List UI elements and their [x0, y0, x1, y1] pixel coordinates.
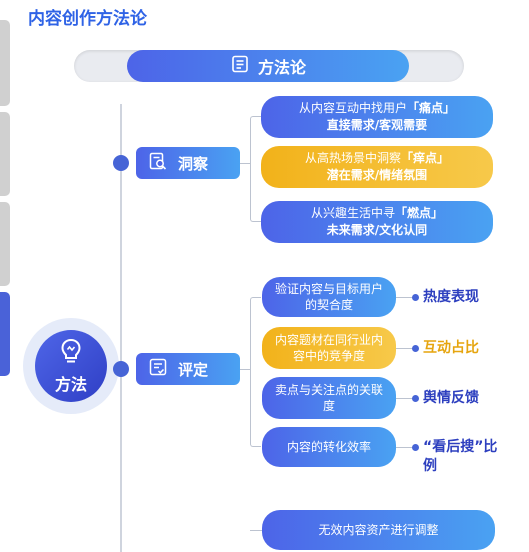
result-interaction: 互动占比: [423, 340, 479, 356]
category-insight[interactable]: 洞察: [136, 147, 240, 179]
result-search-after: “看后搜”比例: [423, 439, 498, 474]
header-label: 方法论: [257, 58, 306, 77]
evaluation-item-fit[interactable]: 验证内容与目标用户的契合度: [262, 277, 396, 317]
result-sentiment: 舆情反馈: [423, 390, 479, 406]
connector: [396, 447, 416, 448]
evaluation-item-competition[interactable]: 内容题材在同行业内容中的竞争度: [262, 327, 396, 369]
insight-item-burn[interactable]: 从兴趣生活中寻「燃点」 未来需求/文化认同: [261, 201, 493, 243]
connector: [396, 348, 416, 349]
checklist-icon: [148, 357, 168, 381]
evaluation-bracket: [250, 297, 261, 447]
center-circle: 方法: [35, 330, 107, 402]
connector: [240, 369, 250, 370]
insight-bracket: [250, 116, 261, 222]
center-label: 方法: [54, 375, 87, 394]
spine-line: [120, 104, 122, 552]
connector: [396, 398, 416, 399]
side-tab-3[interactable]: [0, 202, 10, 286]
connector: [250, 530, 262, 531]
category-label: 评定: [178, 360, 209, 379]
category-evaluation[interactable]: 评定: [136, 353, 240, 385]
insight-item-itch[interactable]: 从高热场景中洞察「痒点」 潜在需求/情绪氛围: [261, 146, 493, 188]
category-dot-insight: [113, 155, 129, 171]
side-tab-active[interactable]: [0, 292, 10, 376]
connector-dot: [412, 345, 419, 352]
evaluation-item-conversion[interactable]: 内容的转化效率: [262, 427, 396, 467]
magnifier-document-icon: [148, 151, 168, 175]
connector: [240, 163, 250, 164]
side-tab-2[interactable]: [0, 112, 10, 196]
evaluation-item-relevance[interactable]: 卖点与关注点的关联度: [262, 377, 396, 419]
category-dot-evaluation: [113, 361, 129, 377]
category-label: 洞察: [178, 154, 209, 173]
insight-item-pain[interactable]: 从内容互动中找用户「痛点」 直接需求/客观需要: [261, 96, 493, 138]
connector-dot: [412, 395, 419, 402]
side-tab-1[interactable]: [0, 20, 10, 106]
connector: [396, 297, 416, 298]
document-list-icon: [230, 54, 250, 78]
page-title: 内容创作方法论: [28, 9, 147, 29]
connector-dot: [412, 294, 419, 301]
result-heat: 热度表现: [423, 289, 479, 305]
lightbulb-icon: [58, 337, 84, 369]
connector-dot: [412, 444, 419, 451]
header-pill: 方法论: [127, 50, 409, 82]
bottom-item-adjust[interactable]: 无效内容资产进行调整: [262, 510, 495, 550]
